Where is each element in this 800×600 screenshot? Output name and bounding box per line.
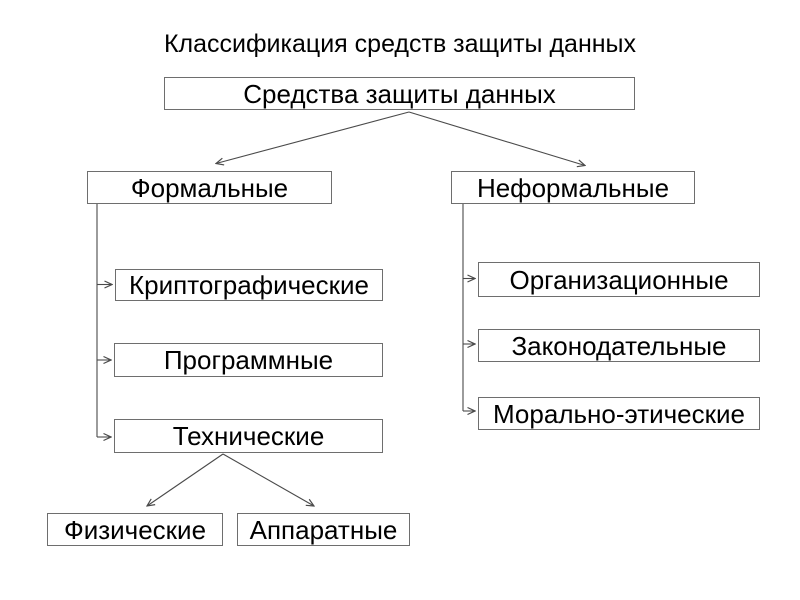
node-organizational: Организационные — [478, 262, 760, 297]
node-legislative: Законодательные — [478, 329, 760, 362]
node-moral-ethical: Морально-этические — [478, 397, 760, 430]
edge-technical-hardware — [222, 453, 314, 506]
node-cryptographic: Криптографические — [115, 269, 383, 301]
diagram-title: Классификация средств защиты данных — [163, 30, 637, 58]
node-formal: Формальные — [87, 171, 332, 204]
node-technical: Технические — [114, 419, 383, 453]
node-informal: Неформальные — [451, 171, 695, 204]
edge-root-informal — [408, 111, 585, 166]
node-software: Программные — [114, 343, 383, 377]
edge-root-formal — [216, 111, 410, 164]
node-physical: Физические — [47, 513, 223, 546]
node-root: Средства защиты данных — [164, 77, 635, 110]
node-hardware: Аппаратные — [237, 513, 410, 546]
edge-technical-physical — [147, 453, 224, 506]
